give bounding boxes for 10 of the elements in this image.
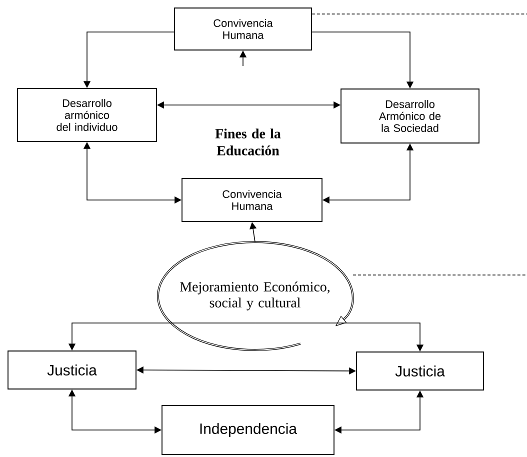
process-box: Desarrollo Armónico de la Sociedad <box>340 88 480 144</box>
process-box: Independencia <box>162 405 334 455</box>
process-box: Desarrollo armónico del individuo <box>17 88 157 142</box>
process-box: Convivencia Humana <box>182 178 322 222</box>
center-title: Fines de la Educación <box>215 128 281 156</box>
node-label: Mejoramiento Económico, social y cultural <box>180 282 330 310</box>
process-box: Justicia <box>8 350 136 390</box>
process-box: Justicia <box>356 352 484 390</box>
process-box: Convivencia Humana <box>174 8 312 50</box>
dashed-line <box>352 274 527 276</box>
